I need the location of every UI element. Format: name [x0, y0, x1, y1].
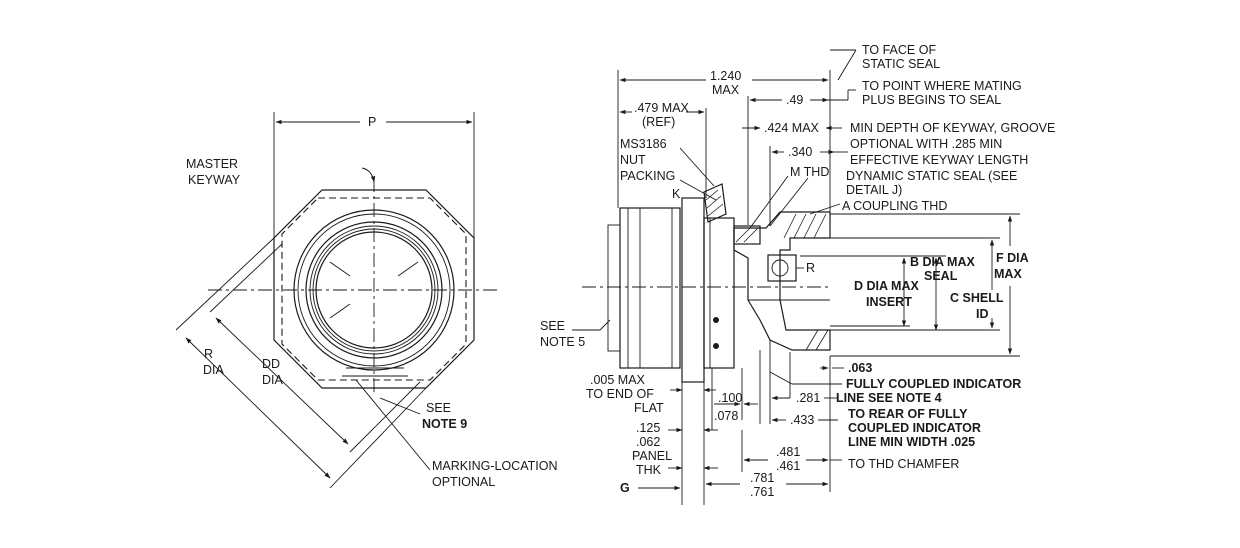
dim-dd-dia-label: DIA: [262, 373, 284, 387]
to-rear-label-3: LINE MIN WIDTH .025: [848, 435, 975, 449]
c-shell-label: C SHELL: [950, 291, 1004, 305]
m-thd-label: M THD: [790, 165, 829, 179]
k-label: K: [672, 187, 681, 201]
dim-761-label: .761: [750, 485, 774, 499]
marking-location-label: MARKING-LOCATION: [432, 459, 557, 473]
dim-461-label: .461: [776, 459, 800, 473]
dim-063-label: .063: [848, 361, 872, 375]
dim-r-dia-label: DIA: [203, 363, 225, 377]
thk-label: THK: [636, 463, 662, 477]
dim-078-label: .078: [714, 409, 738, 423]
dim-1240-max-label: MAX: [712, 83, 740, 97]
dim-781-label: .781: [750, 471, 774, 485]
dim-479-ref-label: (REF): [642, 115, 675, 129]
to-end-label: TO END OF: [586, 387, 654, 401]
dim-100-label: .100: [718, 391, 742, 405]
side-view: [572, 49, 1020, 505]
g-label: G: [620, 481, 630, 495]
to-point-label-2: PLUS BEGINS TO SEAL: [862, 93, 1001, 107]
fully-coupled-label: FULLY COUPLED INDICATOR: [846, 377, 1021, 391]
see-note-9-label: SEE: [426, 401, 451, 415]
marking-optional-label: OPTIONAL: [432, 475, 495, 489]
panel-label: PANEL: [632, 449, 672, 463]
line-note4-label: LINE SEE NOTE 4: [836, 391, 942, 405]
dyn-seal-label-2: DETAIL J): [846, 183, 902, 197]
dim-424-label: .424 MAX: [764, 121, 820, 135]
to-face-label: TO FACE OF: [862, 43, 936, 57]
d-insert-label: INSERT: [866, 295, 912, 309]
to-rear-label: TO REAR OF FULLY: [848, 407, 968, 421]
front-view: [175, 112, 500, 489]
to-rear-label-2: COUPLED INDICATOR: [848, 421, 981, 435]
nut-label: NUT: [620, 153, 646, 167]
master-keyway-label: MASTER: [186, 157, 238, 171]
dim-1240-label: 1.240: [710, 69, 741, 83]
dim-433-label: .433: [790, 413, 814, 427]
min-depth-label-3: EFFECTIVE KEYWAY LENGTH: [850, 153, 1028, 167]
dim-005-label: .005 MAX: [590, 373, 646, 387]
packing-label: PACKING: [620, 169, 675, 183]
dim-dd-label: DD: [262, 357, 280, 371]
dim-062-label: .062: [636, 435, 660, 449]
dim-p-label: P: [368, 115, 376, 129]
dim-479-label: .479 MAX: [634, 101, 690, 115]
thd-chamfer-label: TO THD CHAMFER: [848, 457, 959, 471]
c-id-label: ID: [976, 307, 989, 321]
b-dia-label: B DIA MAX: [910, 255, 975, 269]
min-depth-label-2: OPTIONAL WITH .285 MIN: [850, 137, 1002, 151]
dim-281-label: .281: [796, 391, 820, 405]
dim-340-label: .340: [788, 145, 812, 159]
to-point-label: TO POINT WHERE MATING: [862, 79, 1022, 93]
master-keyway-label-2: KEYWAY: [188, 173, 241, 187]
dim-125-label: .125: [636, 421, 660, 435]
dyn-seal-label: DYNAMIC STATIC SEAL (SEE: [846, 169, 1017, 183]
b-seal-label: SEAL: [924, 269, 958, 283]
dim-49-label: .49: [786, 93, 803, 107]
dim-481-label: .481: [776, 445, 800, 459]
d-dia-label: D DIA MAX: [854, 279, 919, 293]
flat-label: FLAT: [634, 401, 664, 415]
a-coupling-label: A COUPLING THD: [842, 199, 947, 213]
f-max-label: MAX: [994, 267, 1022, 281]
see-note-9-label-2: NOTE 9: [422, 417, 467, 431]
r-label: R: [806, 261, 815, 275]
see-note-5-label-2: NOTE 5: [540, 335, 585, 349]
dim-r-label: R: [204, 347, 213, 361]
f-dia-label: F DIA: [996, 251, 1029, 265]
ms3186-label: MS3186: [620, 137, 667, 151]
to-face-label-2: STATIC SEAL: [862, 57, 940, 71]
min-depth-label: MIN DEPTH OF KEYWAY, GROOVE: [850, 121, 1055, 135]
see-note-5-label: SEE: [540, 319, 565, 333]
